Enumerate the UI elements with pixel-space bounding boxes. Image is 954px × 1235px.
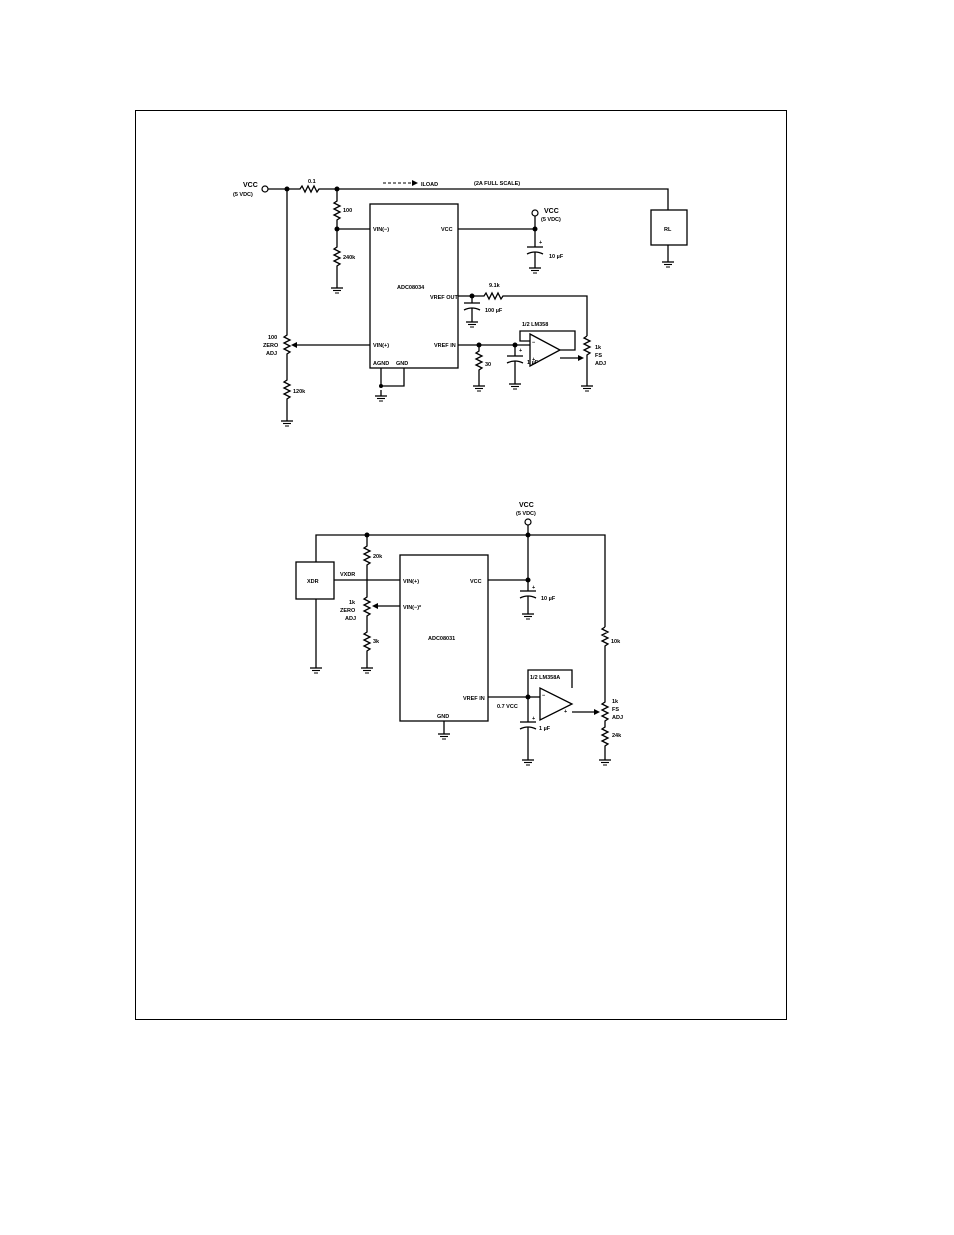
top-rail-b [315,534,606,627]
top-rail [268,184,669,210]
pot-zero-b-2: ZERO [340,608,356,614]
r-20k-label: 20k [373,554,383,560]
opamp-b [539,686,574,722]
pin-b-vcc: VCC [470,579,482,585]
vcc-right-sub: (5 VDC) [541,217,561,223]
cap-10uf-b-label: 10 µF [541,596,556,602]
pot-zero-a-1: 100 [268,335,277,341]
circuit-b: VCC (5 VDC) XDR VXDR 20k 1k ZERO ADJ 3k … [295,502,623,766]
vcc-left-sub: (5 VDC) [233,192,253,198]
vref-level-label: 0.7 VCC [497,704,518,710]
cap-1uf-a-label: 1 µF [527,360,539,366]
pot-fs-b-2: FS [612,707,619,713]
pot-fs-a-2: FS [595,353,602,359]
pot-fs-a-3: ADJ [595,361,606,367]
pot-fs-a-1: 1k [595,345,602,351]
r-91k-label: 9.1k [489,283,501,289]
cap-1uf-b-label: 1 µF [539,726,551,732]
fs-chain-b [600,626,610,754]
gnd-tie [380,368,405,387]
figure-frame [135,110,787,1020]
adc08031-label: ADC08031 [428,636,455,642]
vcc-top-label: VCC [519,502,534,509]
pin-vin-plus: VIN(+) [373,343,389,349]
pin-b-gnd: GND [437,714,449,720]
pot-zero-b-1: 1k [349,600,356,606]
pin-gnd: GND [396,361,408,367]
rl-label: RL [664,227,672,233]
divider-b [362,535,372,662]
adc08034-box [369,203,459,369]
cap-100uf-label: 100 µF [485,308,503,314]
pot-fs-b-1: 1k [612,699,619,705]
pot-zero-a-3: ADJ [266,351,277,357]
pin-agnd: AGND [373,361,389,367]
opamp-b-label: 1/2 LM358A [530,675,560,681]
svg-text:−: − [532,340,535,346]
svg-text:+: + [519,348,522,354]
svg-text:−: − [542,693,545,699]
xdr-label: XDR [307,579,319,585]
vcc-right-label: VCC [544,208,559,215]
adc08034-label: ADC08034 [397,285,425,291]
iload-label: ILOAD [421,182,438,188]
vref-out-net [458,291,588,336]
opamp-a [529,332,562,368]
pin-vref-out: VREF OUT [430,295,458,301]
pin-vcc: VCC [441,227,453,233]
r-3k-label: 3k [373,639,380,645]
pin-b-vin-minus: VIN(−)* [403,605,422,611]
r-120k-label: 120k [293,389,306,395]
pot-fs-a [582,335,592,380]
svg-text:+: + [564,709,567,715]
svg-text:+: + [532,716,535,722]
circuit-a: VCC (5 VDC) 0.1 ILOAD (2A FULL SCALE) RL… [233,179,688,427]
pin-b-vin-plus: VIN(+) [403,579,419,585]
svg-text:+: + [532,585,535,591]
r-100-label: 100 [343,208,352,214]
vcc-top-sub: (5 VDC) [516,511,536,517]
cap-10uf-label: 10 µF [549,254,564,260]
svg-text:+: + [539,240,542,246]
pin-vin-minus: VIN(−) [373,227,389,233]
opamp-a-label: 1/2 LM358 [522,322,548,328]
zero-pot-chain-a [282,189,292,415]
divider-100-240k [332,189,342,282]
r-30-label: 30 [485,362,491,368]
svg-text:+: + [532,357,535,363]
r-10k-label: 10k [611,639,621,645]
r-24k-label: 24k [612,733,622,739]
r-240k-label: 240k [343,255,356,261]
vxdr-label: VXDR [340,572,355,578]
rl-box [650,209,688,246]
vcc-top-terminal [524,518,532,526]
vcc-left-terminal [261,185,269,193]
pin-b-vref-in: VREF IN [463,696,485,702]
pin-vref-in: VREF IN [434,343,456,349]
pot-fs-b-3: ADJ [612,715,623,721]
pot-zero-a-2: ZERO [263,343,279,349]
load-scale-label: (2A FULL SCALE) [474,181,520,187]
pot-zero-b-3: ADJ [345,616,356,622]
vcc-left-label: VCC [243,182,258,189]
r-shunt-label: 0.1 [308,179,316,185]
